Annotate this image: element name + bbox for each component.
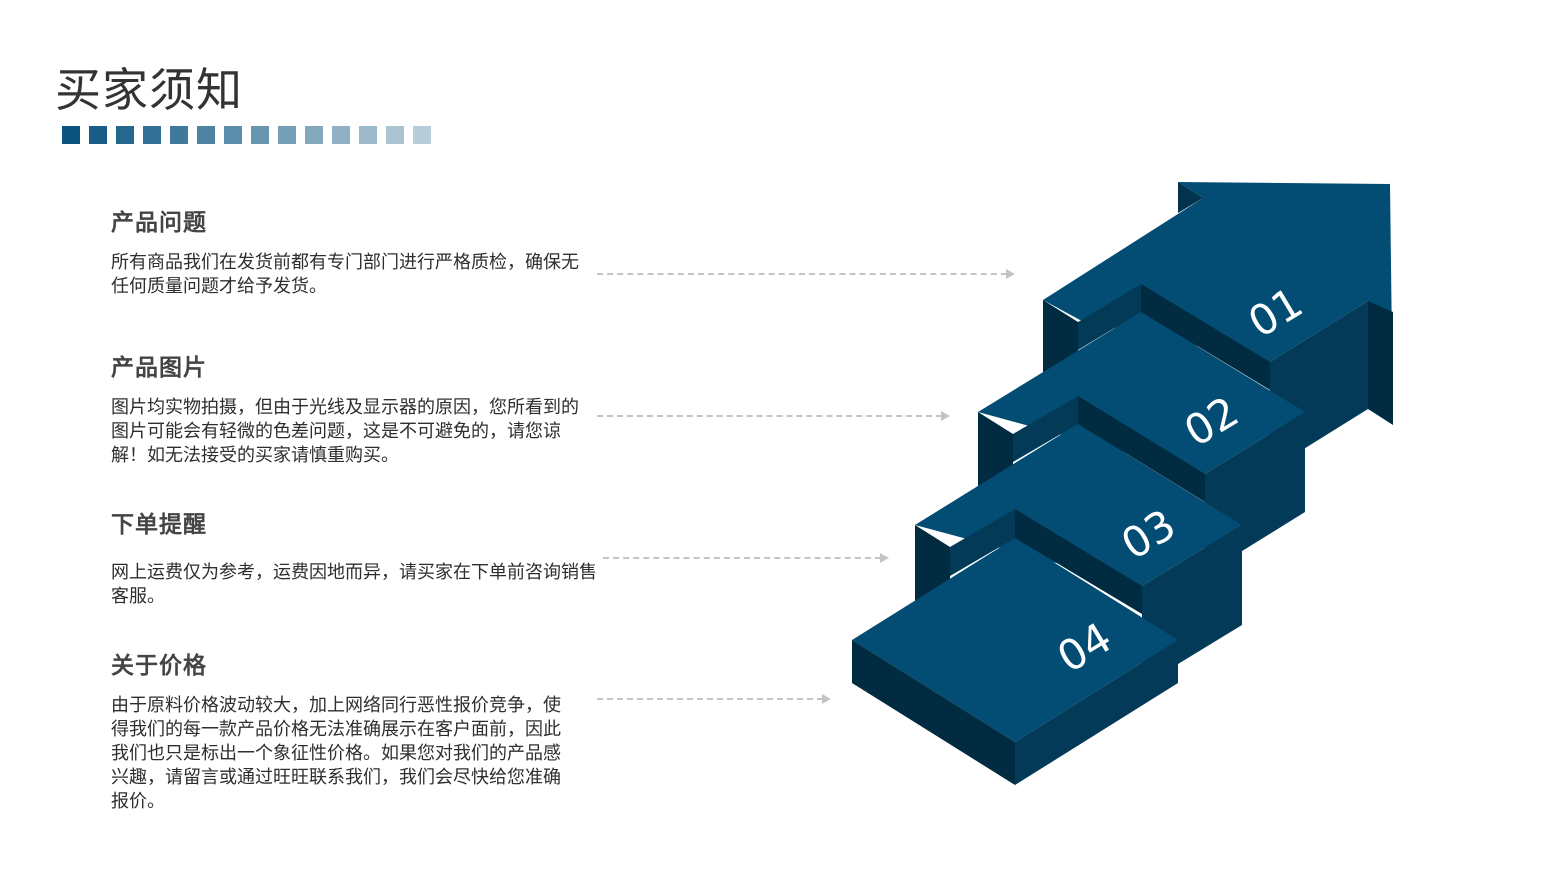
connector-line-1 xyxy=(597,273,1007,275)
connector-line-4 xyxy=(597,698,823,700)
step-4-riser xyxy=(950,509,1015,576)
decorative-square xyxy=(251,126,269,144)
decorative-square xyxy=(170,126,188,144)
decorative-square xyxy=(359,126,377,144)
decorative-square xyxy=(197,126,215,144)
section-heading: 下单提醒 xyxy=(111,511,207,538)
connector-line-3 xyxy=(603,557,881,559)
step-4-riser-side xyxy=(1015,509,1142,614)
decorative-square xyxy=(62,126,80,144)
step-4-left xyxy=(852,640,1015,785)
decorative-square xyxy=(305,126,323,144)
step-3-riser xyxy=(1013,396,1078,462)
arrow-head-right-side xyxy=(1368,301,1393,425)
section-product-images: 产品图片 图片均实物拍摄，但由于光线及显示器的原因，您所看到的图片可能会有轻微的… xyxy=(111,348,611,468)
section-heading: 关于价格 xyxy=(111,652,207,679)
section-heading: 产品问题 xyxy=(111,209,207,236)
section-order-reminder: 下单提醒 网上运费仅为参考，运费因地而异，请买家在下单前咨询销售客服。 xyxy=(111,505,611,609)
section-body: 网上运费仅为参考，运费因地而异，请买家在下单前咨询销售客服。 xyxy=(111,562,597,607)
decorative-square xyxy=(386,126,404,144)
decorative-square xyxy=(278,126,296,144)
section-body: 由于原料价格波动较大，加上网络同行恶性报价竞争，使得我们的每一款产品价格无法准确… xyxy=(111,695,561,812)
section-body: 所有商品我们在发货前都有专门部门进行严格质检，确保无任何质量问题才给予发货。 xyxy=(111,252,579,297)
page-title: 买家须知 xyxy=(55,63,243,117)
step-4-front xyxy=(1015,640,1178,785)
connector-arrow-3 xyxy=(880,553,889,563)
step-2-riser-side xyxy=(1141,284,1270,390)
decorative-square xyxy=(224,126,242,144)
decorative-squares xyxy=(62,126,431,144)
step-2-riser xyxy=(1078,284,1141,350)
arrow-head-top xyxy=(1043,182,1393,425)
connector-arrow-4 xyxy=(822,694,831,704)
connector-arrow-2 xyxy=(941,411,950,421)
decorative-square xyxy=(413,126,431,144)
connector-line-2 xyxy=(597,415,942,417)
section-heading: 产品图片 xyxy=(111,354,207,381)
step-3-riser-side xyxy=(1078,396,1205,502)
section-body: 图片均实物拍摄，但由于光线及显示器的原因，您所看到的图片可能会有轻微的色差问题，… xyxy=(111,397,579,466)
decorative-square xyxy=(89,126,107,144)
arrow-head-back xyxy=(1178,182,1203,213)
decorative-square xyxy=(116,126,134,144)
connector-arrow-1 xyxy=(1006,269,1015,279)
section-product-issue: 产品问题 所有商品我们在发货前都有专门部门进行严格质检，确保无任何质量问题才给予… xyxy=(111,203,611,299)
decorative-square xyxy=(332,126,350,144)
step-4 xyxy=(852,509,1178,785)
decorative-square xyxy=(143,126,161,144)
section-pricing: 关于价格 由于原料价格波动较大，加上网络同行恶性报价竞争，使得我们的每一款产品价… xyxy=(111,646,611,814)
